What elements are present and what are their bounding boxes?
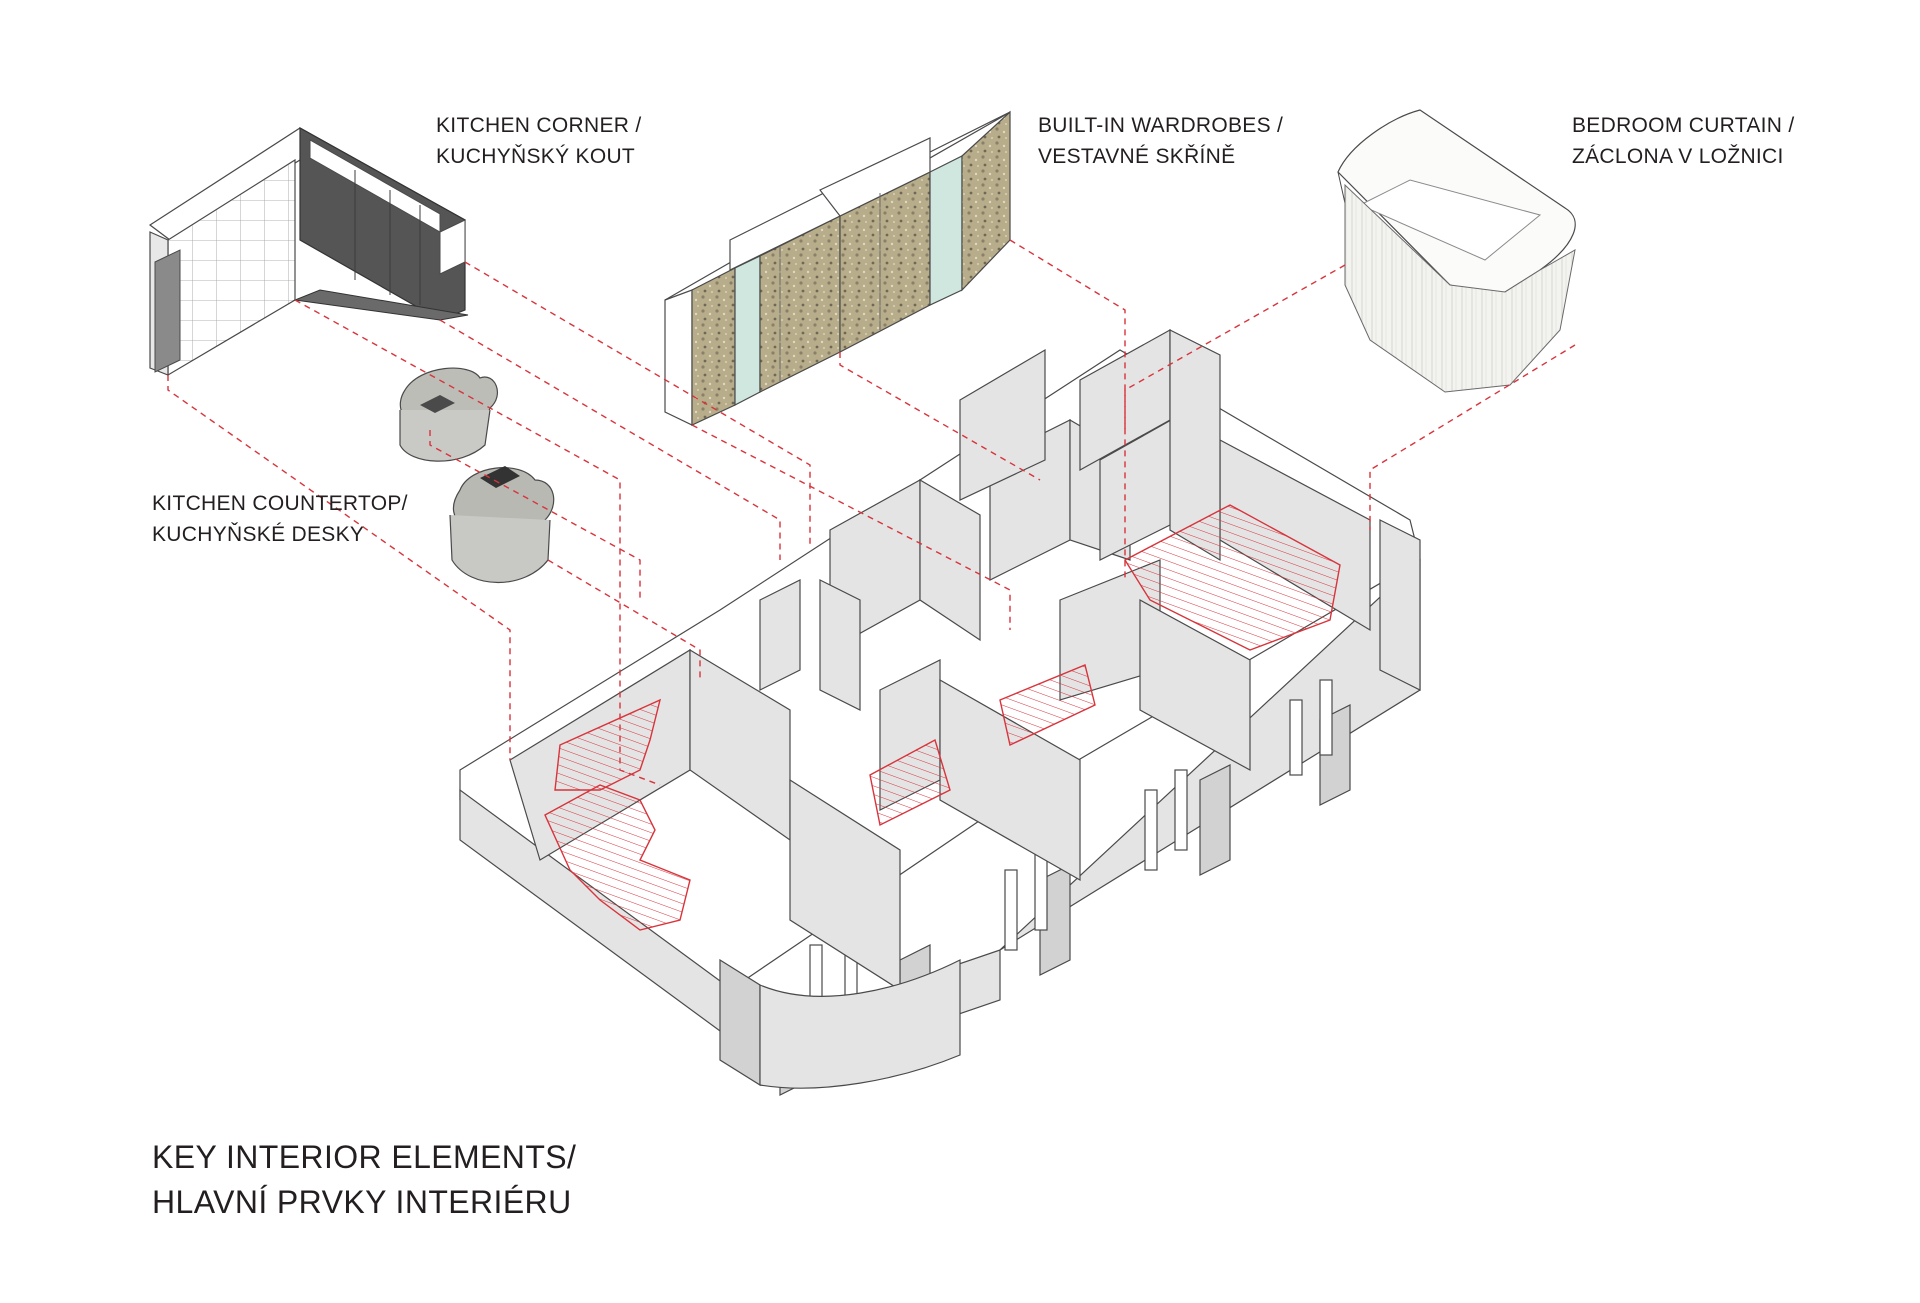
kitchen-strip-zone — [554, 698, 662, 791]
wardrobes-element — [664, 110, 1011, 426]
diagram-title: KEY INTERIOR ELEMENTS/ HLAVNÍ PRVKY INTE… — [152, 1135, 576, 1225]
diagram-title-line1: KEY INTERIOR ELEMENTS/ — [152, 1139, 577, 1175]
curtain-label-line2: ZÁCLONA V LOŽNICI — [1572, 145, 1784, 168]
front-bay — [759, 959, 961, 1089]
diagram-title-line2: HLAVNÍ PRVKY INTERIÉRU — [152, 1184, 572, 1220]
countertop-island-2 — [449, 466, 555, 584]
curtain-element — [1337, 109, 1576, 393]
wardrobes-label-line1: BUILT-IN WARDROBES / — [1038, 114, 1284, 137]
hall-zone-2 — [999, 664, 1096, 747]
countertop-label-line1: KITCHEN COUNTERTOP/ — [152, 492, 408, 515]
wardrobes-label-line2: VESTAVNÉ SKŘÍNĚ — [1038, 145, 1236, 168]
bedroom-floor-zone — [1124, 504, 1341, 651]
kitchen-corner-label-line2: KUCHYŇSKÝ KOUT — [436, 145, 636, 168]
kitchen-floor-zone — [544, 784, 691, 931]
wardrobes-label: BUILT-IN WARDROBES / VESTAVNÉ SKŘÍNĚ — [1038, 110, 1283, 172]
hall-zone-1 — [869, 738, 951, 827]
countertop-label: KITCHEN COUNTERTOP/ KUCHYŇSKÉ DESKY — [152, 488, 408, 550]
leader-lines — [167, 239, 1576, 786]
kitchen-corner-element — [148, 126, 469, 377]
curtain-label-line1: BEDROOM CURTAIN / — [1572, 114, 1795, 137]
kitchen-corner-label-line1: KITCHEN CORNER / — [436, 114, 642, 137]
kitchen-corner-label: KITCHEN CORNER / KUCHYŇSKÝ KOUT — [436, 110, 641, 172]
countertop-island-1 — [399, 367, 498, 462]
countertop-label-line2: KUCHYŇSKÉ DESKY — [152, 523, 365, 546]
curtain-label: BEDROOM CURTAIN / ZÁCLONA V LOŽNICI — [1572, 110, 1795, 172]
apartment-model — [459, 328, 1421, 1096]
